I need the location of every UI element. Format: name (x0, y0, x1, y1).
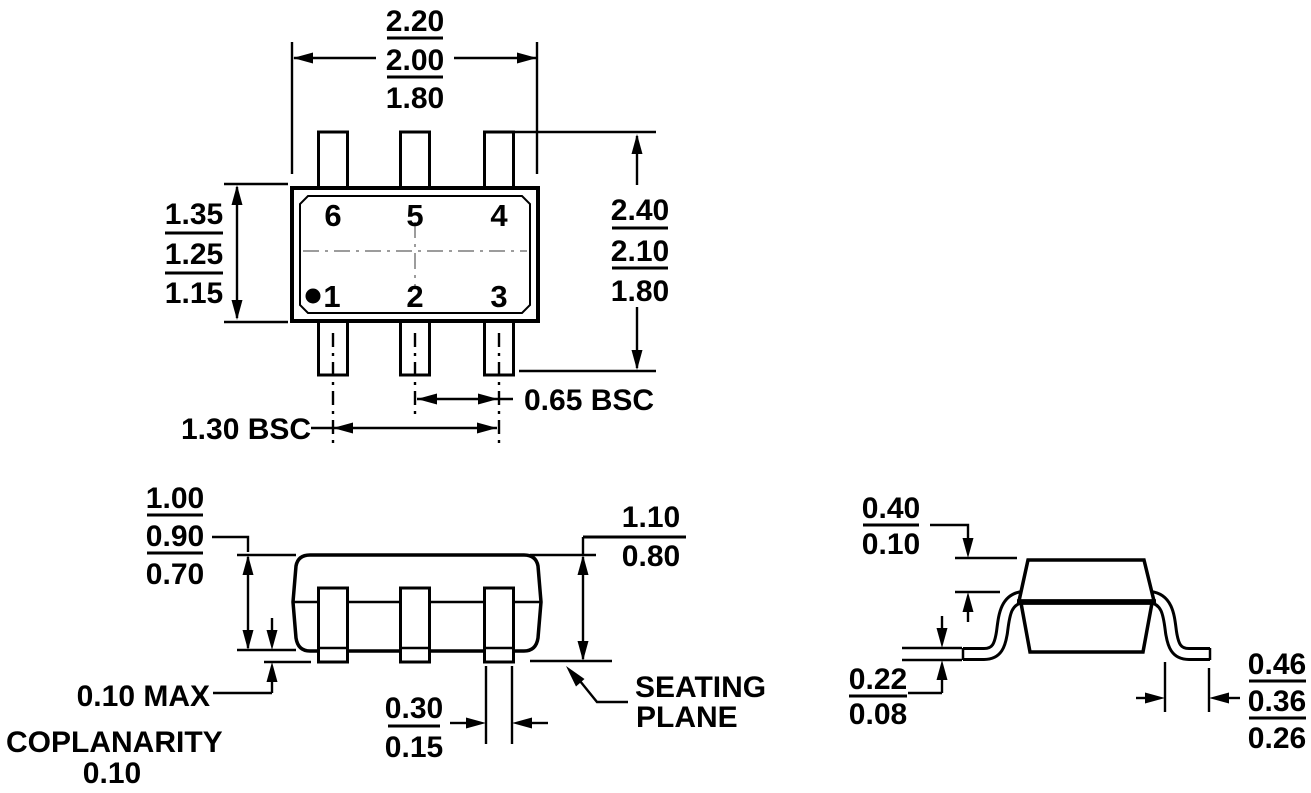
arrowhead (1145, 692, 1165, 704)
overall-height-dimension: 1.10 0.80 (530, 501, 686, 663)
dim-max: 0.46 (1248, 648, 1306, 681)
arrowhead (1209, 692, 1229, 704)
left-lead-fill (963, 593, 1024, 658)
arrowhead (577, 555, 589, 575)
body-height-dimension: 1.00 0.90 0.70 (146, 482, 296, 652)
body-length-dimension: 1.35 1.25 1.15 (165, 182, 288, 324)
seating-plane-callout: SEATING PLANE (566, 666, 766, 734)
dim-max: 1.00 (146, 482, 204, 515)
pin-label-5: 5 (406, 198, 423, 233)
lead-thickness-dimension: 0.22 0.08 (849, 616, 962, 731)
arrowhead (231, 300, 243, 320)
dim-max: 2.20 (386, 5, 444, 38)
pin-pitch-label: 0.65 BSC (524, 384, 654, 417)
foot-length-dimension: 0.46 0.36 0.26 (1136, 648, 1306, 755)
front-view: 1.00 0.90 0.70 0.10 MAX COPLANARITY 0.10 (6, 482, 766, 790)
end-view: 0.40 0.10 0.22 0.08 (849, 492, 1306, 755)
left-lead-outline (963, 590, 1025, 661)
pin-label-6: 6 (324, 198, 341, 233)
pin-pitch-dimension: 0.65 BSC (417, 384, 654, 417)
pin-label-4: 4 (490, 198, 508, 233)
pin-span-dimension: 1.30 BSC (181, 413, 497, 446)
dim-min: 1.15 (165, 277, 223, 310)
dim-max: 1.10 (622, 501, 680, 534)
pin-label-2: 2 (406, 279, 423, 314)
dim-nom: 0.36 (1248, 685, 1306, 718)
arrowhead (936, 628, 948, 648)
arrowhead (417, 393, 437, 405)
dim-min: 0.15 (385, 731, 443, 764)
arrowhead (577, 641, 589, 661)
seating-plane-label-line2: PLANE (636, 701, 738, 734)
dim-min: 1.80 (386, 82, 444, 115)
package-body-inner-outline (299, 195, 531, 314)
dim-max: 0.40 (862, 492, 920, 525)
dim-max: 0.30 (385, 692, 443, 725)
arrowhead (477, 422, 497, 434)
dim-min: 0.10 (862, 528, 920, 561)
arrowhead (242, 555, 254, 575)
end-body-lower (1018, 601, 1155, 654)
pin1-indicator-dot (305, 288, 321, 304)
dim-min: 1.80 (611, 275, 669, 308)
dim-nom: 0.90 (146, 520, 204, 553)
arrowhead (293, 52, 313, 64)
arrowhead (266, 630, 278, 650)
arrowhead (242, 630, 254, 650)
lead-top-offset-dimension: 0.40 0.10 (862, 492, 1017, 622)
arrowhead (512, 717, 532, 729)
dim-max: 2.40 (611, 194, 669, 227)
right-lead-outline (1148, 590, 1210, 661)
front-lead-1 (317, 586, 349, 664)
end-body-upper (1016, 558, 1157, 603)
dim-min: 0.80 (622, 540, 680, 573)
arrowhead (266, 662, 278, 682)
coplanarity-value: 0.10 (83, 757, 141, 790)
overall-width-dimension: 2.40 2.10 1.80 (513, 130, 669, 373)
right-lead-fill (1149, 593, 1210, 658)
arrowhead (466, 717, 486, 729)
pin-span-label: 1.30 BSC (181, 413, 311, 446)
leader-line (579, 680, 628, 704)
dim-nom: 1.25 (165, 238, 223, 271)
dim-nom: 2.10 (611, 235, 669, 268)
dim-min: 0.08 (849, 698, 907, 731)
dim-min: 0.70 (146, 558, 204, 591)
arrowhead (517, 52, 537, 64)
seating-plane-label-line1: SEATING (635, 671, 766, 704)
dim-min: 0.26 (1248, 722, 1306, 755)
standoff-dimension: 0.10 MAX (77, 618, 311, 713)
leader-line (212, 535, 250, 552)
arrowhead (936, 660, 948, 680)
arrowhead (631, 350, 643, 370)
top-pin-5 (399, 130, 431, 194)
front-lead-3 (483, 586, 515, 664)
arrowhead (962, 592, 974, 612)
pin-label-3: 3 (490, 279, 507, 314)
pin-label-1: 1 (323, 279, 340, 314)
arrowhead (962, 538, 974, 558)
dim-max: 1.35 (165, 198, 223, 231)
top-pin-4 (483, 130, 515, 194)
arrowhead (631, 134, 643, 154)
width-dimension: 2.20 2.00 1.80 (290, 5, 539, 174)
top-view: 6 5 4 1 2 3 2.20 2.00 1.80 1.35 (165, 5, 669, 446)
standoff-label: 0.10 MAX (77, 680, 210, 713)
coplanarity-label: COPLANARITY (6, 726, 223, 759)
dim-nom: 2.00 (386, 44, 444, 77)
arrowhead (333, 422, 353, 434)
leader-line (930, 523, 970, 540)
arrowhead (478, 393, 498, 405)
arrowhead (231, 185, 243, 205)
lead-width-dimension: 0.30 0.15 (385, 666, 548, 764)
front-lead-2 (399, 586, 431, 664)
dim-max: 0.22 (849, 663, 907, 696)
top-pin-6 (317, 130, 349, 194)
